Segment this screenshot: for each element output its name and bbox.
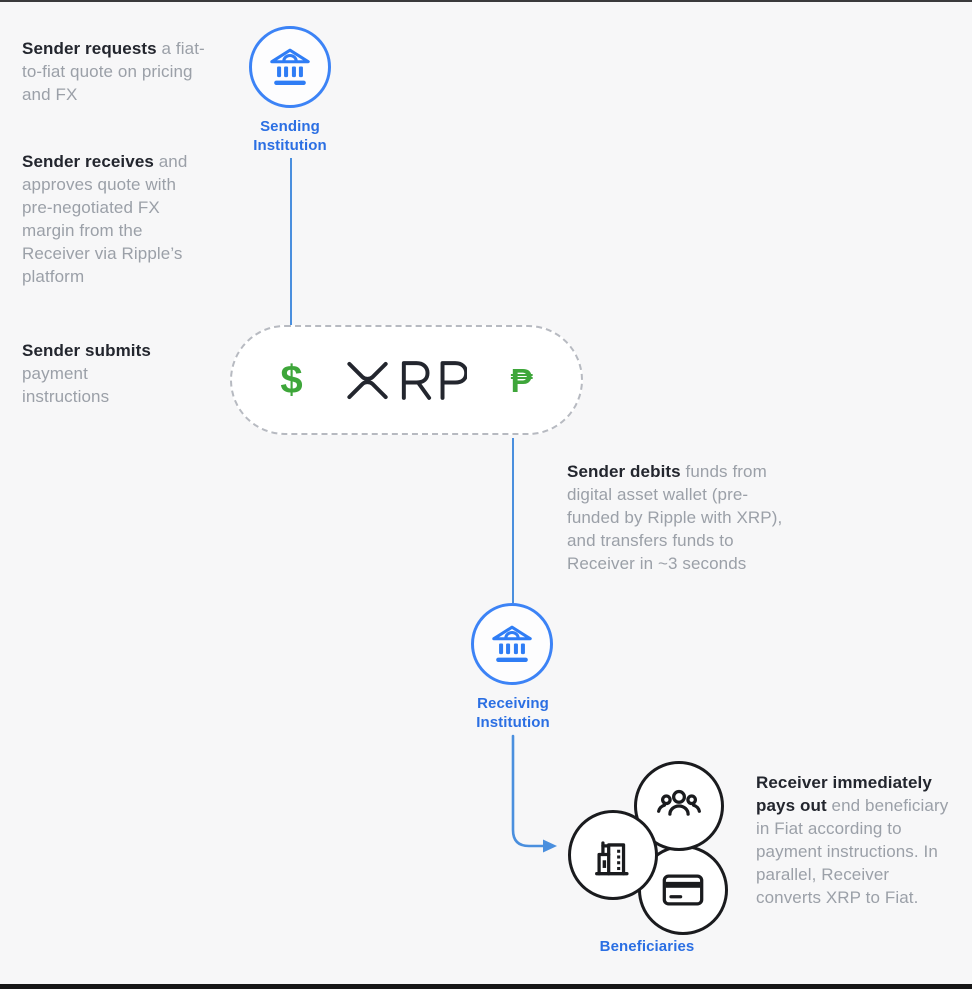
xrp-bridge-pill: $ XRP ₱	[230, 325, 583, 435]
step-sender-receives-bold: Sender receives	[22, 152, 154, 171]
step-sender-debits: Sender debits funds from digital asset w…	[567, 460, 797, 575]
receiving-institution-node	[471, 603, 553, 685]
sending-institution-node	[249, 26, 331, 108]
step-receiver-pays-out-rest: end beneficiary in Fiat according to pay…	[756, 796, 949, 907]
step-sender-submits-rest: payment instructions	[22, 364, 110, 406]
bottom-border	[0, 984, 972, 989]
beneficiaries-buildings-circle	[568, 810, 658, 900]
beneficiaries-label: Beneficiaries	[599, 938, 695, 955]
step-receiver-pays-out-bold: Receiver immediately pays out	[756, 773, 932, 815]
sending-institution-label: Sending Institution	[253, 118, 327, 154]
step-sender-debits-rest: funds from digital asset wallet (pre-fun…	[567, 462, 783, 573]
step-sender-requests-bold: Sender requests	[22, 39, 157, 58]
connector-receiving-to-beneficiaries	[511, 734, 557, 853]
bank-icon	[270, 48, 310, 86]
connector-sending-to-bridge	[290, 158, 292, 325]
top-border	[0, 0, 972, 2]
step-sender-debits-bold: Sender debits	[567, 462, 681, 481]
step-sender-submits-bold: Sender submits	[22, 341, 151, 360]
buildings-icon	[595, 841, 629, 876]
credit-card-icon	[662, 874, 704, 906]
step-sender-submits: Sender submits payment instructions	[22, 339, 162, 408]
beneficiaries-people-circle	[634, 761, 724, 851]
xrp-logo: XRP	[347, 360, 467, 401]
peso-icon: ₱	[510, 361, 533, 399]
bank-icon	[492, 625, 532, 663]
step-sender-requests-rest: a fiat-to-fiat quote on pricing and FX	[22, 39, 205, 104]
step-sender-receives: Sender receives and approves quote with …	[22, 150, 202, 288]
arrowhead-icon	[543, 839, 557, 853]
dollar-icon: $	[280, 358, 303, 402]
step-receiver-pays-out: Receiver immediately pays out end benefi…	[756, 771, 952, 909]
step-sender-receives-rest: and approves quote with pre-negotiated F…	[22, 152, 188, 286]
connector-bridge-to-receiving	[512, 438, 514, 603]
step-sender-requests: Sender requests a fiat-to-fiat quote on …	[22, 37, 212, 106]
people-icon	[657, 789, 701, 816]
receiving-institution-label: Receiving Institution	[476, 695, 550, 731]
